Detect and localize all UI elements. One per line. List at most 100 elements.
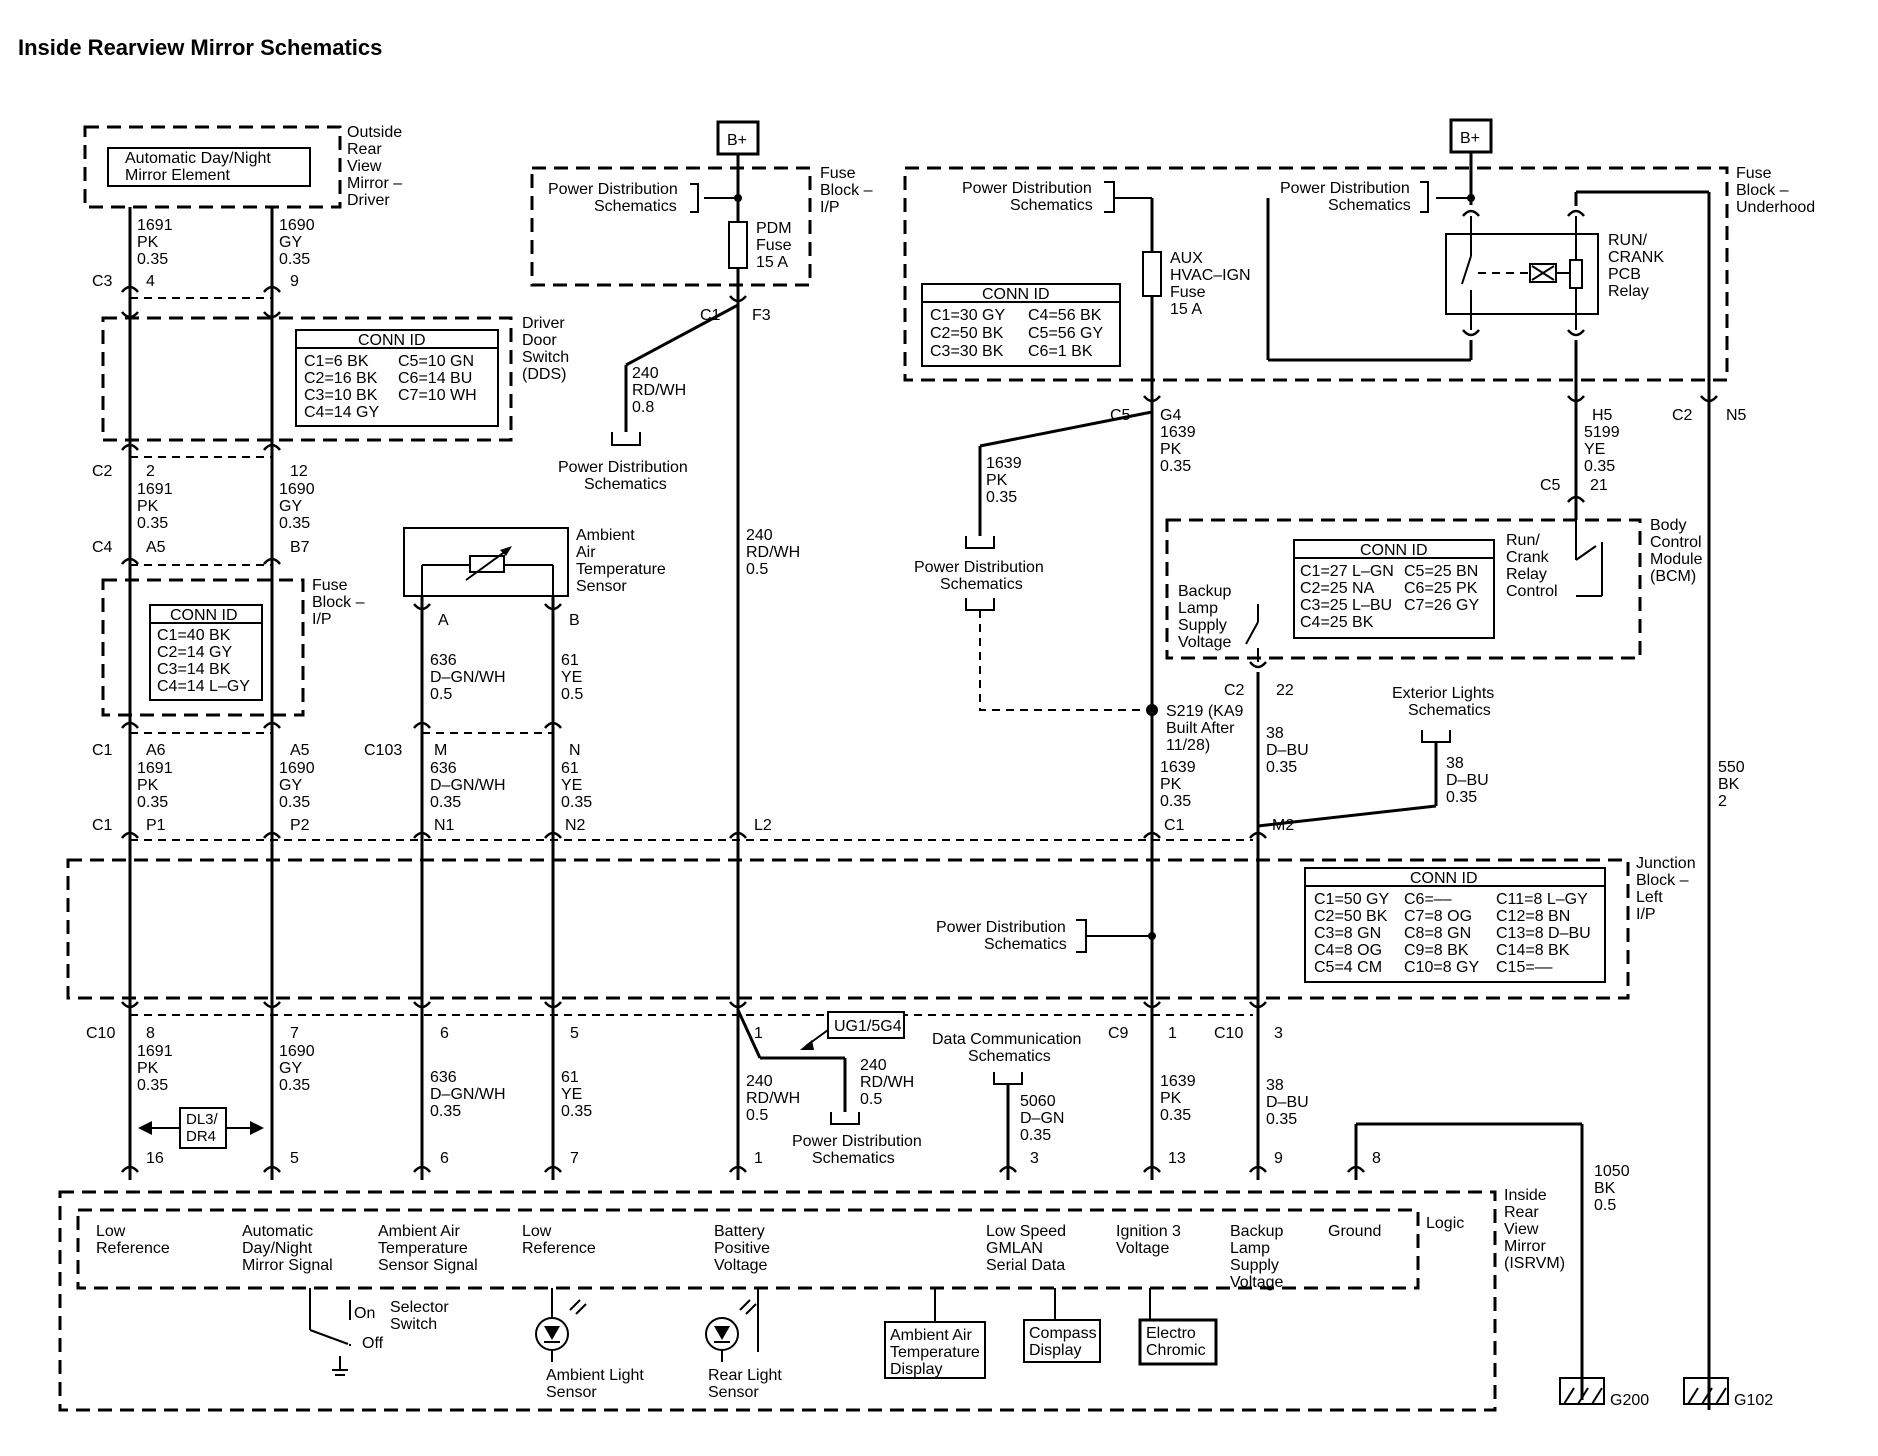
wire-label: 1690 <box>279 760 315 777</box>
isrvm-label: Inside <box>1504 1187 1547 1204</box>
pin-label: H5 <box>1592 407 1613 424</box>
pin-label: N5 <box>1726 407 1747 424</box>
wire-label: 38 <box>1446 755 1464 772</box>
relay-label: RUN/ <box>1608 232 1648 249</box>
pdm-fuse-label: Fuse <box>756 237 792 254</box>
junction-conn-row: C15=–– <box>1496 959 1553 976</box>
wire-label: D–GN/WH <box>430 669 506 686</box>
conn-label: C2 <box>1224 682 1245 699</box>
bcm-conn-id-table: CONN ID C1=27 L–GN C5=25 BN C2=25 NA C6=… <box>1293 539 1495 639</box>
underhood-conn-id-table: CONN ID C1=30 GY C4=56 BK C2=50 BK C5=56… <box>921 283 1121 367</box>
dl3-label: DL3/ <box>186 1111 219 1128</box>
wire-label: 2 <box>1718 793 1727 810</box>
outside-mirror-box <box>83 125 342 209</box>
ground-g200-icon <box>1559 1377 1605 1405</box>
wire-label: 0.8 <box>632 399 654 416</box>
pds-ref-3: Power Distribution <box>792 1133 922 1150</box>
wire-label: 636 <box>430 760 457 777</box>
junction-conn-row: C12=8 BN <box>1496 908 1570 925</box>
ambient-display-box <box>884 1321 986 1379</box>
dds-label-4: (DDS) <box>522 366 566 383</box>
wire-label: 0.35 <box>279 251 310 268</box>
wire-label: 1050 <box>1594 1163 1630 1180</box>
signal-battery: Voltage <box>714 1257 767 1274</box>
dds-conn-row: C3=10 BK <box>304 387 378 404</box>
wire-label: D–BU <box>1446 772 1489 789</box>
pin-label: 7 <box>290 1025 299 1042</box>
wire-label: BK <box>1718 776 1740 793</box>
bcm-conn-title: CONN ID <box>1360 542 1428 559</box>
pds-ref-6: Schematics <box>940 576 1023 593</box>
ext-lights-ref: Schematics <box>1408 702 1491 719</box>
pin-label: 8 <box>146 1025 155 1042</box>
wire-label: 1639 <box>1160 759 1196 776</box>
pin-label: B7 <box>290 539 310 556</box>
wire-label: GY <box>279 777 302 794</box>
wire-label: 0.35 <box>137 515 168 532</box>
wire-label: 0.35 <box>137 794 168 811</box>
wire-label: 240 <box>860 1057 887 1074</box>
wire-label: 0.35 <box>1266 1111 1297 1128</box>
wire-label: GY <box>279 498 302 515</box>
pin-label: 5 <box>290 1150 299 1167</box>
mirror-element-box <box>107 147 311 187</box>
splice-label: S219 (KA9 <box>1166 703 1243 720</box>
ground-g102-label: G102 <box>1734 1392 1773 1409</box>
pds-ref-5: Schematics <box>1010 197 1093 214</box>
pin-label: 3 <box>1274 1025 1283 1042</box>
wire-label: 0.5 <box>1594 1197 1616 1214</box>
wire-label: 0.35 <box>561 1103 592 1120</box>
pin-label: A5 <box>290 742 310 759</box>
conn-label: C103 <box>364 742 402 759</box>
selector-label: Selector <box>390 1299 449 1316</box>
fuse-ip-conn-id-table: CONN ID C1=40 BK C2=14 GY C3=14 BK C4=14… <box>149 604 263 701</box>
pin-label: 3 <box>1030 1150 1039 1167</box>
pin-label: A6 <box>146 742 166 759</box>
conn-label: C1 <box>92 817 113 834</box>
conn-label: C4 <box>92 539 113 556</box>
junction-conn-row: C14=8 BK <box>1496 942 1570 959</box>
pdm-fuse-label: PDM <box>756 220 792 237</box>
wire-label: 0.35 <box>279 794 310 811</box>
underhood-conn-row: C5=56 GY <box>1028 325 1103 342</box>
wire-label: 0.5 <box>561 686 583 703</box>
bplus-label: B+ <box>1460 130 1480 147</box>
logic-label: Logic <box>1426 1215 1464 1232</box>
wire-label: 1639 <box>1160 424 1196 441</box>
backup-supply-label: Lamp <box>1178 600 1218 617</box>
relay-label: CRANK <box>1608 249 1664 266</box>
ambient-light-sensor-icon <box>535 1288 587 1362</box>
fuse-ip-conn-title: CONN ID <box>170 607 238 624</box>
fuse-ip-left-label-3: I/P <box>312 611 332 628</box>
pin-label: 6 <box>440 1150 449 1167</box>
data-comm-ref: Schematics <box>968 1048 1051 1065</box>
compass-label: Compass <box>1029 1325 1097 1342</box>
rear-light-label: Rear Light <box>708 1367 782 1384</box>
bcm-conn-row: C7=26 GY <box>1404 597 1479 614</box>
bcm-label: Control <box>1650 534 1702 551</box>
pin-label: B <box>569 612 580 629</box>
ambient-sensor-label: Sensor <box>576 578 627 595</box>
wire-label: 0.35 <box>279 515 310 532</box>
wire-label: 1690 <box>279 1043 315 1060</box>
outside-mirror-label-2: Rear <box>347 141 382 158</box>
signal-ambient-air: Sensor Signal <box>378 1257 478 1274</box>
pin-label: 2 <box>146 463 155 480</box>
isrvm-label: (ISRVM) <box>1504 1255 1565 1272</box>
run-crank-control-label: Crank <box>1506 549 1550 566</box>
fuse-ip-left-label-2: Block – <box>312 594 365 611</box>
junction-label: Left <box>1636 889 1663 906</box>
aux-fuse-label: AUX <box>1170 250 1203 267</box>
mirror-element-label-2: Mirror Element <box>125 167 230 184</box>
pin-label: N <box>569 742 581 759</box>
bplus-left: B+ <box>716 120 760 156</box>
junction-label: Junction <box>1636 855 1696 872</box>
dds-label-3: Switch <box>522 349 569 366</box>
wire-label: 1691 <box>137 760 173 777</box>
ambient-sensor-label: Ambient <box>576 527 635 544</box>
wire-label: YE <box>561 777 582 794</box>
pin-label: F3 <box>752 307 771 324</box>
underhood-conn-row: C3=30 BK <box>930 343 1004 360</box>
signal-backup-lamp: Backup <box>1230 1223 1283 1240</box>
